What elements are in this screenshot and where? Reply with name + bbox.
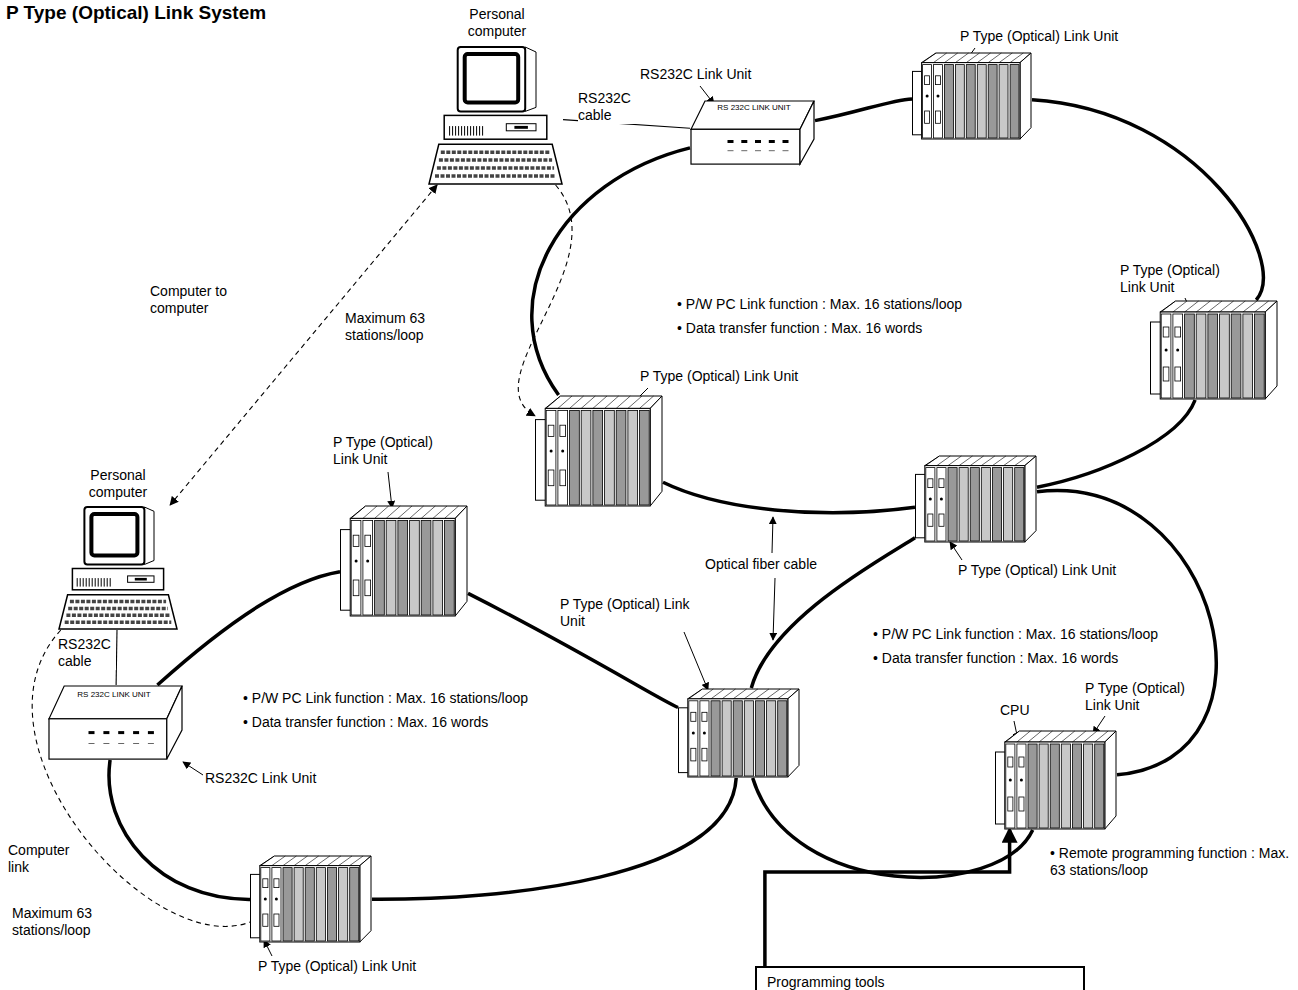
plc-rack-illustration (678, 688, 800, 778)
plc-rack-illustration (1150, 300, 1278, 400)
optical-link-plc: P Type (Optical) Link Unit (995, 730, 1117, 830)
personal-computer: Personal computer (58, 505, 178, 630)
optical-fiber-cable (1037, 400, 1195, 487)
programming-link-arrow (765, 830, 1010, 966)
unit-label: P Type (Optical) Link Unit (958, 562, 1158, 579)
computer-link-path (518, 185, 572, 416)
unit-label: Personal computer (447, 6, 547, 40)
plc-rack-illustration (250, 855, 372, 943)
loop-feature: • Data transfer function : Max. 16 words (243, 714, 603, 731)
optical-fiber-cable (753, 778, 1033, 877)
optical-link-plc: P Type (Optical) Link Unit (915, 455, 1037, 543)
panel-marking: RS 232C LINK UNIT (708, 104, 800, 113)
computer-illustration (428, 45, 563, 185)
plc-rack-illustration (535, 395, 663, 507)
connector-label: Computer to computer (150, 283, 255, 317)
plc-rack-illustration (995, 730, 1117, 830)
optical-link-plc: P Type (Optical) Link Unit (535, 395, 663, 507)
rs232c-link-unit: RS232C Link UnitRS 232C LINK UNIT (690, 100, 815, 165)
loop-feature: • Data transfer function : Max. 16 words (873, 650, 1233, 667)
connector-label: Maximum 63 stations/loop (345, 310, 465, 344)
plc-rack-illustration (912, 52, 1032, 140)
leader-line (388, 472, 392, 508)
leader-line (772, 517, 773, 553)
unit-label: P Type (Optical) Link Unit (560, 596, 695, 630)
optical-fiber-cable (815, 99, 912, 121)
connector-label: RS232C cable (578, 90, 638, 124)
optical-fiber-cable (372, 778, 736, 899)
optical-link-plc: P Type (Optical) Link Unit (678, 688, 800, 778)
unit-label: RS232C Link Unit (640, 66, 780, 83)
unit-label: Personal computer (68, 467, 168, 501)
cable-callout: Optical fiber cable (705, 556, 845, 573)
leader-line (950, 542, 962, 560)
optical-link-plc: P Type (Optical) Link Unit (912, 52, 1032, 140)
connector-label: Computer link (8, 842, 88, 876)
plc-rack-illustration (340, 505, 468, 617)
unit-label: P Type (Optical) Link Unit (640, 368, 840, 385)
optical-fiber-cable (663, 482, 915, 513)
unit-label: P Type (Optical) Link Unit (333, 434, 453, 468)
unit-label: P Type (Optical) Link Unit (1120, 262, 1235, 296)
panel-marking: RS 232C LINK UNIT (68, 691, 160, 700)
loop-feature: • Data transfer function : Max. 16 words (677, 320, 1037, 337)
cpu-callout: CPU (1000, 702, 1040, 719)
diagram-title: P Type (Optical) Link System (6, 2, 266, 25)
optical-link-plc: P Type (Optical) Link Unit (250, 855, 372, 943)
unit-label: RS232C Link Unit (205, 770, 345, 787)
remote-programming-note: • Remote programming function : Max. 63 … (1050, 845, 1290, 879)
programming-tools-box: Programming tools (755, 966, 1085, 990)
loop-limit-note: Maximum 63 stations/loop (12, 905, 132, 939)
computer-link-path (170, 185, 437, 505)
loop-feature: • P/W PC Link function : Max. 16 station… (873, 626, 1233, 643)
loop-feature: • P/W PC Link function : Max. 16 station… (243, 690, 603, 707)
leader-line (684, 632, 708, 690)
unit-label: P Type (Optical) Link Unit (258, 958, 458, 975)
plc-rack-illustration (915, 455, 1037, 543)
leader-line (773, 578, 775, 640)
optical-link-plc: P Type (Optical) Link Unit (1150, 300, 1278, 400)
leader-line (183, 762, 203, 775)
personal-computer: Personal computer (428, 45, 563, 185)
optical-fiber-cable (157, 572, 340, 685)
box-title: Programming tools (767, 974, 987, 990)
optical-fiber-cable (1032, 100, 1263, 300)
loop-feature: • P/W PC Link function : Max. 16 station… (677, 296, 1037, 313)
unit-label: P Type (Optical) Link Unit (1085, 680, 1200, 714)
rs232c-link-unit: RS232C Link UnitRS 232C LINK UNIT (48, 685, 183, 760)
optical-link-plc: P Type (Optical) Link Unit (340, 505, 468, 617)
connector-label: RS232C cable (58, 636, 116, 670)
optical-fiber-cable (532, 148, 690, 395)
unit-label: P Type (Optical) Link Unit (960, 28, 1160, 45)
computer-illustration (58, 505, 178, 630)
